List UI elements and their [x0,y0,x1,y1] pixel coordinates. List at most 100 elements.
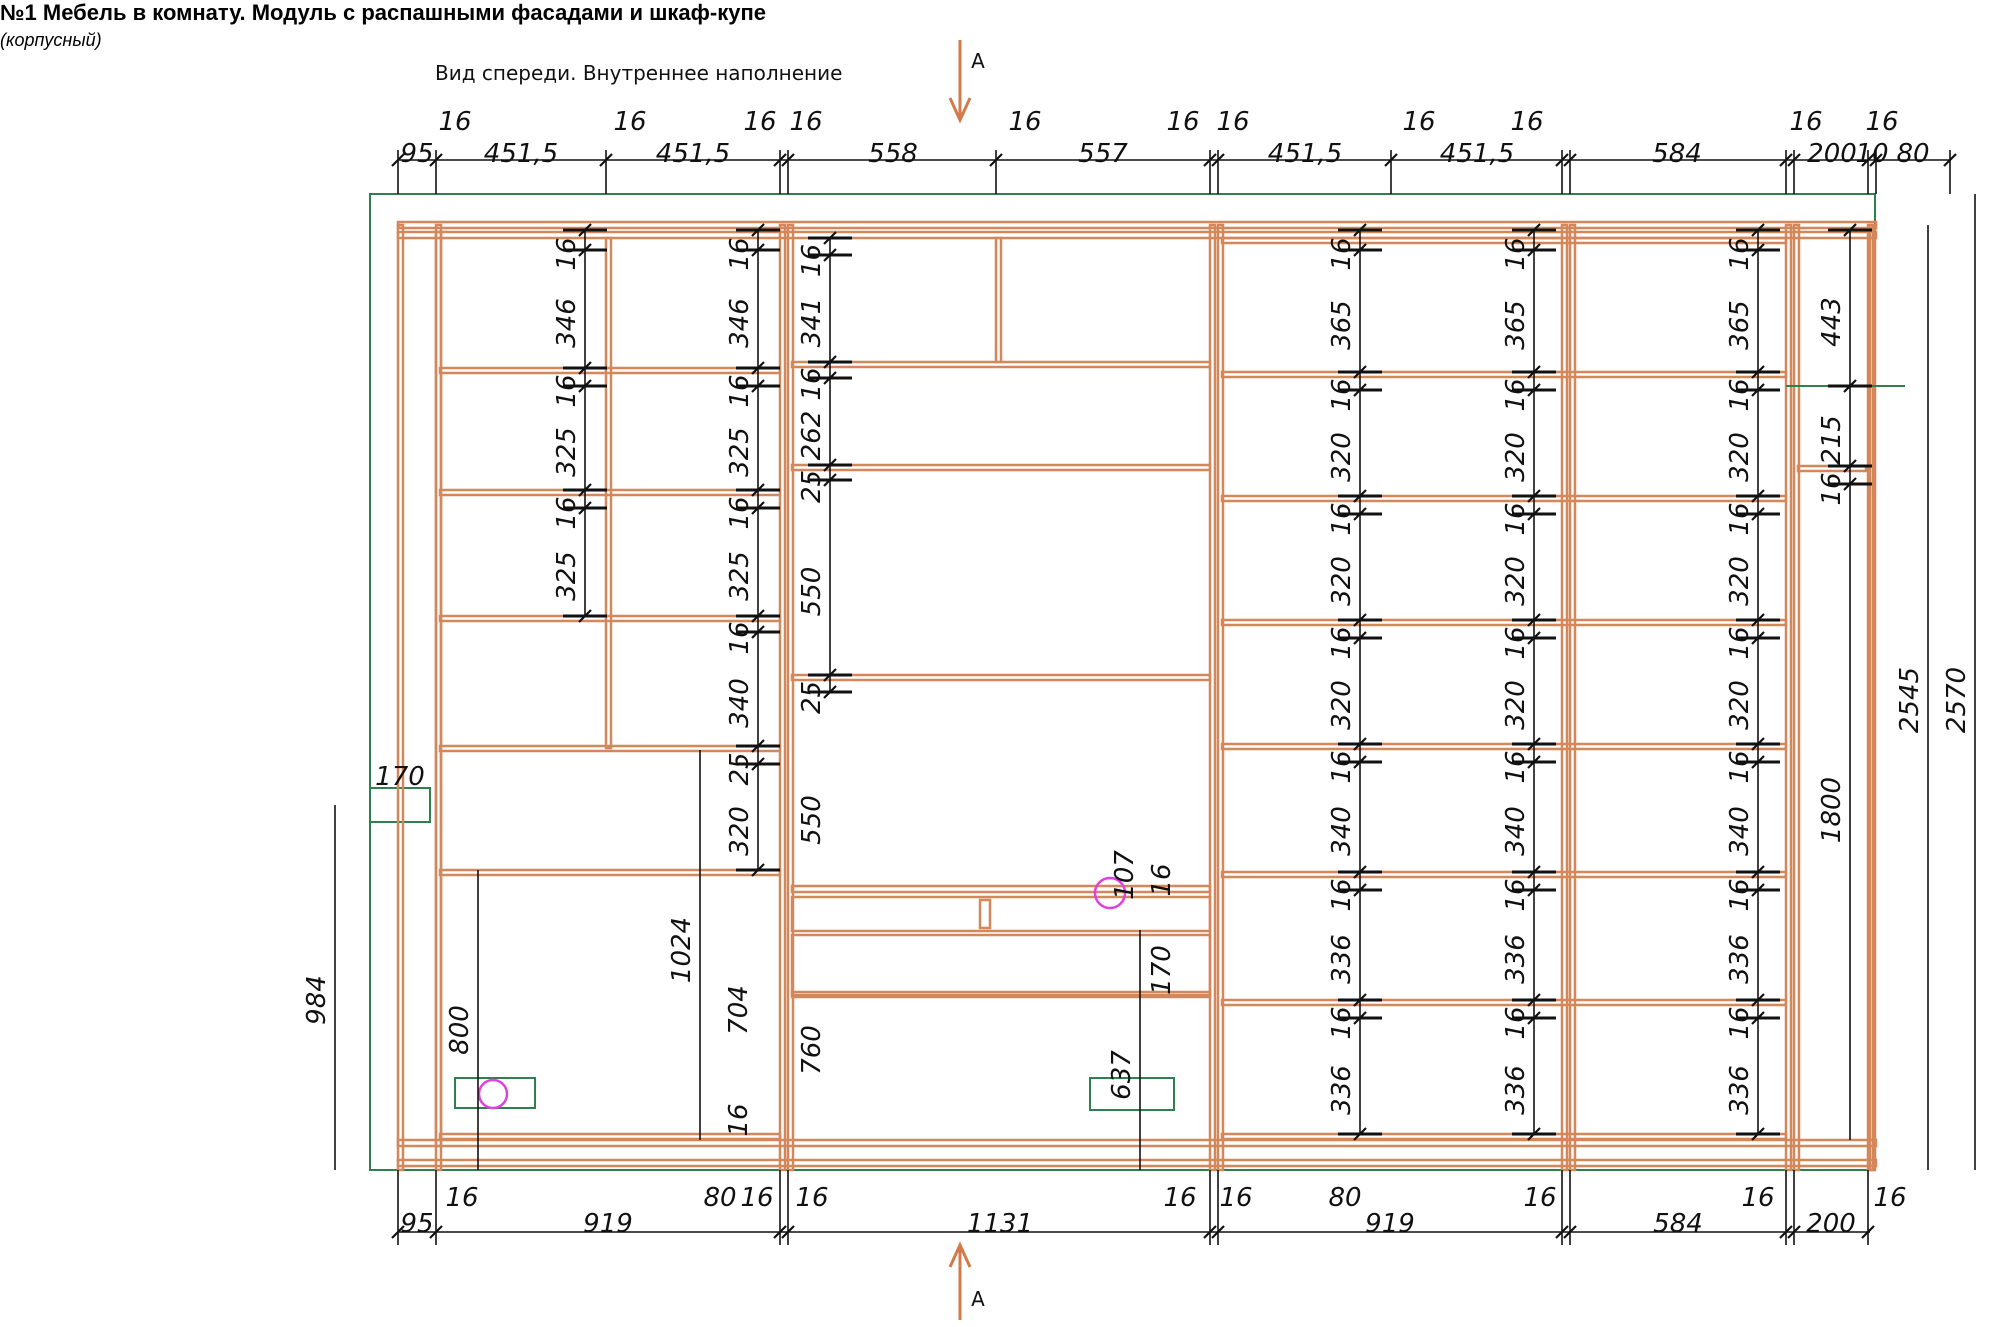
shelf-left-2 [438,614,782,623]
chain-s1-tick-0 [578,223,592,237]
chain-s4-label-11: 336 [1327,934,1357,984]
chain-s4-label-8: 16 [1327,750,1357,783]
chain-s4-label-7: 320 [1327,680,1357,730]
chain-s6-tick-5 [1751,507,1765,521]
bottom-dim-16-0: 16 [445,1183,478,1213]
bottom-dim-16-5: 16 [1219,1183,1252,1213]
chain-s6-label-11: 336 [1725,934,1755,984]
top-tick-9 [1555,153,1569,167]
shelf-left-long [438,868,782,877]
bottom-dim-5: 200 [1806,1209,1856,1239]
shelf-left-0 [438,366,782,375]
bottom-dim-16-8: 16 [1741,1183,1774,1213]
top-tick-13 [1861,153,1875,167]
chain-s5-tick-6 [1527,613,1541,627]
bottom-dim-16-6: 80 [1328,1183,1361,1213]
chain-s6-tick-2 [1751,365,1765,379]
bottom-tick-2 [773,1225,787,1239]
section-marker-bottom: А [971,1287,985,1311]
chain-s3-tick-0 [823,231,837,245]
top-dim-16-3: 16 [789,107,822,137]
desk-top [790,884,1212,894]
chain-s5-label-2: 16 [1501,378,1531,411]
chain-s3-tick-6 [823,668,837,682]
shelf-right-4 [1220,870,1788,879]
section-arrow-bottom-head [948,1241,972,1268]
shelf-left-3 [438,744,782,753]
top-dim-16-4: 16 [1008,107,1041,137]
chain-s2-label-7: 340 [725,678,755,728]
chain-s6-tick-13 [1751,1011,1765,1025]
shelf-left-1 [438,488,782,497]
top-dim-16-7: 16 [1402,107,1435,137]
dim-16-desk: 16 [1147,863,1177,896]
chain-s4-tick-13 [1353,1011,1367,1025]
socket-box-left [454,1077,536,1109]
chain-s1-label-3: 325 [552,427,582,477]
dim-170: 170 [1147,945,1177,995]
chain-s5-label-3: 320 [1501,432,1531,482]
chain-s4-label-1: 365 [1327,300,1357,350]
chain-s4-label-9: 340 [1327,806,1357,856]
chain-s2-tick-7 [751,625,765,639]
chain-s6-label-5: 320 [1725,556,1755,606]
chain-s6-tick-6 [1751,613,1765,627]
chain-s5-tick-11 [1527,883,1541,897]
section-arrow-top-head [948,97,972,124]
chain-s4-tick-11 [1353,883,1367,897]
plinth-top [396,1138,1878,1148]
top-tick-15 [1943,153,1957,167]
chain-s6-label-8: 16 [1725,750,1755,783]
plinth-bottom [396,1158,1878,1168]
top-tick-6 [1203,153,1217,167]
chain-s6-label-12: 16 [1725,1006,1755,1039]
chain-s3-label-0: 16 [797,244,827,277]
dim-1024: 1024 [667,917,697,983]
chain-s2-tick-3 [751,379,765,393]
chain-s1-tick-4 [578,483,592,497]
chain-s5-label-9: 340 [1501,806,1531,856]
shelf-mid-1 [790,463,1212,472]
chain-s6-tick-4 [1751,489,1765,503]
chain-s5-label-11: 336 [1501,934,1531,984]
chain-s6-tick-14 [1751,1127,1765,1141]
chain-s4-tick-1 [1353,243,1367,257]
top-dim-2: 451,5 [656,139,730,169]
chain-s1-label-2: 16 [552,374,582,407]
chain-s6-tick-3 [1751,383,1765,397]
dim-2545: 2545 [1895,667,1925,733]
chain-s7-label-0: 443 [1817,297,1847,347]
chain-s2-tick-1 [751,243,765,257]
top-tick-7 [1211,153,1225,167]
chain-s6-label-10: 16 [1725,878,1755,911]
chain-s2-tick-10 [751,863,765,877]
top-dim-7: 584 [1652,139,1702,169]
shelf-right-5 [1220,998,1788,1007]
partition-3 [786,223,795,1172]
chain-s6-label-4: 16 [1725,502,1755,535]
shelf-mid-low [790,990,1212,999]
dim-800: 800 [445,1005,475,1055]
chain-s5-tick-13 [1527,1011,1541,1025]
top-tick-14 [1869,153,1883,167]
shelf-left-bottom [438,1132,782,1141]
chain-s5-label-10: 16 [1501,878,1531,911]
chain-s5-tick-14 [1527,1127,1541,1141]
chain-s2-label-0: 16 [725,237,755,270]
bottom-dim-4: 584 [1653,1209,1703,1239]
top-tick-0 [391,153,405,167]
partition-2 [778,223,787,1172]
chain-s1-label-0: 16 [552,237,582,270]
partition-9 [1792,223,1801,1172]
chain-s4-tick-6 [1353,613,1367,627]
chain-s2-tick-0 [751,223,765,237]
chain-s5-tick-1 [1527,243,1541,257]
chain-s6-tick-8 [1751,737,1765,751]
shelf-right-0 [1220,370,1788,379]
top-dim-16-6: 16 [1216,107,1249,137]
chain-s5-tick-5 [1527,507,1541,521]
chain-s4-label-4: 16 [1327,502,1357,535]
chain-s7-tick-2 [1843,459,1857,473]
chain-s5-tick-3 [1527,383,1541,397]
chain-s3-tick-4 [823,458,837,472]
